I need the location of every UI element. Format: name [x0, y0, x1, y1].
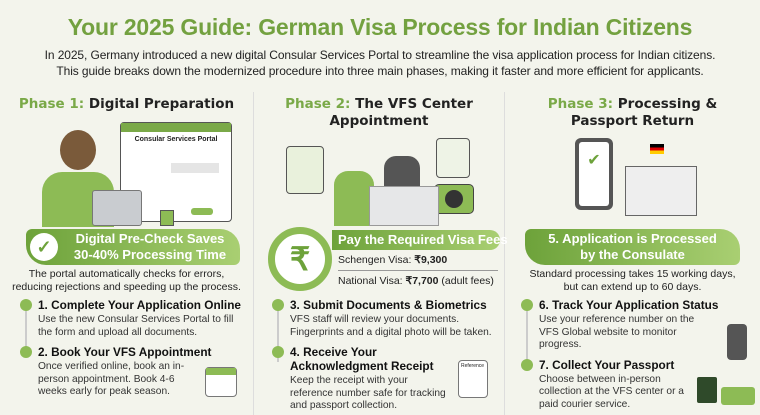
fingerprint-icon: [286, 146, 324, 194]
phase-1-title: Phase 1: Digital Preparation: [0, 96, 253, 113]
check-circle-icon: ✓: [30, 233, 58, 261]
laptop-icon: [92, 190, 142, 226]
step-text: Choose between in-person collection at t…: [539, 373, 684, 410]
applicant-figure: [334, 171, 374, 226]
banner-line: 30-40% Processing Time: [73, 247, 227, 262]
receipt-label: Reference: [461, 363, 485, 369]
consulate-building-icon: [625, 166, 697, 216]
calendar-header: [206, 368, 236, 375]
timeline-line: [277, 307, 279, 362]
step-title: 1. Complete Your Application Online: [38, 298, 241, 312]
fee-schengen: Schengen Visa: ₹9,300: [338, 254, 498, 271]
form-field: [171, 163, 219, 173]
submit-icon: [191, 208, 213, 215]
step-title: 6. Track Your Application Status: [539, 298, 719, 312]
phase-3-title: Phase 3: Processing &Passport Return: [505, 96, 760, 130]
banner-line: Digital Pre-Check Saves: [75, 231, 225, 246]
courier-truck-icon: [721, 387, 755, 405]
phase-prefix: Phase 1:: [18, 96, 85, 112]
fees-banner: Pay the Required Visa Fees: [332, 230, 508, 250]
phase-name: Processing &: [617, 96, 718, 112]
phase-1-column: Phase 1: Digital Preparation Consular Se…: [0, 92, 253, 415]
timeline-dot: [272, 346, 284, 358]
intro-line: In 2025, Germany introduced a new digita…: [44, 48, 716, 62]
intro-text: In 2025, Germany introduced a new digita…: [0, 47, 760, 79]
timeline-dot: [272, 299, 284, 311]
fee-amount: ₹7,700: [405, 275, 439, 287]
mug-icon: [160, 210, 174, 226]
staff-figure: [384, 156, 420, 186]
camera-icon: [434, 184, 474, 214]
phone-icon: ✔: [575, 138, 613, 210]
tracking-illustration: ✔: [525, 136, 740, 226]
step-title: 2. Book Your VFS Appointment: [38, 345, 212, 359]
phone-check-icon: ✔: [579, 142, 609, 206]
window-titlebar: [121, 123, 231, 132]
timeline-dot: [521, 358, 533, 371]
passport-icon: [697, 377, 717, 403]
counter-desk: [369, 186, 439, 226]
fee-national: National Visa: ₹7,700 (adult fees): [338, 275, 494, 288]
phase-1-description: The portal automatically checks for erro…: [0, 268, 253, 294]
fee-amount: ₹9,300: [414, 254, 448, 266]
person-icon: [60, 130, 96, 170]
fee-note: (adult fees): [438, 275, 494, 287]
phase-3-description: Standard processing takes 15 working day…: [505, 268, 760, 294]
phase-3-column: Phase 3: Processing &Passport Return ✔ 5…: [505, 92, 760, 415]
phase-name: Digital Preparation: [88, 96, 235, 112]
fee-label: National Visa:: [338, 275, 406, 287]
desc-line: reducing rejections and speeding up the …: [12, 281, 241, 293]
vfs-counter-illustration: [274, 136, 489, 226]
step-title: 4. Receive Your Acknowledgment Receipt: [290, 345, 434, 373]
timeline-line: [526, 307, 528, 362]
step-text: Use your reference number on the VFS Glo…: [539, 314, 695, 350]
phase-name: Passport Return: [570, 113, 695, 129]
step-text: Keep the receipt with your reference num…: [290, 375, 446, 411]
step-title: 3. Submit Documents & Biometrics: [290, 298, 487, 312]
fee-label: Schengen Visa:: [338, 254, 415, 266]
timeline-dot: [20, 346, 32, 358]
timeline-dot: [20, 299, 32, 311]
banner-line: by the Consulate: [580, 247, 685, 262]
timeline-line: [25, 307, 27, 357]
phase-name: The VFS Center: [355, 96, 473, 112]
portal-label: Consular Services Portal: [134, 136, 218, 143]
desc-line: but can extend up to 60 days.: [563, 281, 702, 293]
step-text: Once verified online, book an in-person …: [38, 361, 185, 397]
intro-line: This guide breaks down the modernized pr…: [56, 64, 704, 78]
german-flag-icon: [650, 144, 664, 154]
page-title: Your 2025 Guide: German Visa Process for…: [67, 14, 693, 40]
camera-lens: [445, 190, 463, 208]
processing-banner: 5. Application is Processed by the Consu…: [525, 229, 740, 265]
banner-line: 5. Application is Processed: [548, 231, 717, 246]
desc-line: The portal automatically checks for erro…: [28, 268, 225, 280]
calendar-icon: [205, 367, 237, 397]
step-title: 7. Collect Your Passport: [539, 357, 675, 372]
laptop-user-illustration: Consular Services Portal: [20, 120, 235, 230]
rupee-icon: ₹: [268, 227, 332, 291]
timeline-dot: [521, 299, 533, 311]
step-text: VFS staff will review your documents. Fi…: [290, 314, 492, 338]
precheck-banner: ✓ Digital Pre-Check Saves 30-40% Process…: [26, 229, 240, 265]
desc-line: Standard processing takes 15 working day…: [529, 268, 736, 280]
step-text: Use the new Consular Services Portal to …: [38, 314, 234, 338]
phase-prefix: Phase 3:: [547, 96, 614, 112]
fingerprint-icon: [436, 138, 470, 178]
phase-name: Appointment: [329, 113, 429, 129]
receipt-icon: Reference: [458, 360, 488, 398]
phase-prefix: Phase 2:: [285, 96, 351, 112]
phone-icon: [727, 324, 747, 360]
